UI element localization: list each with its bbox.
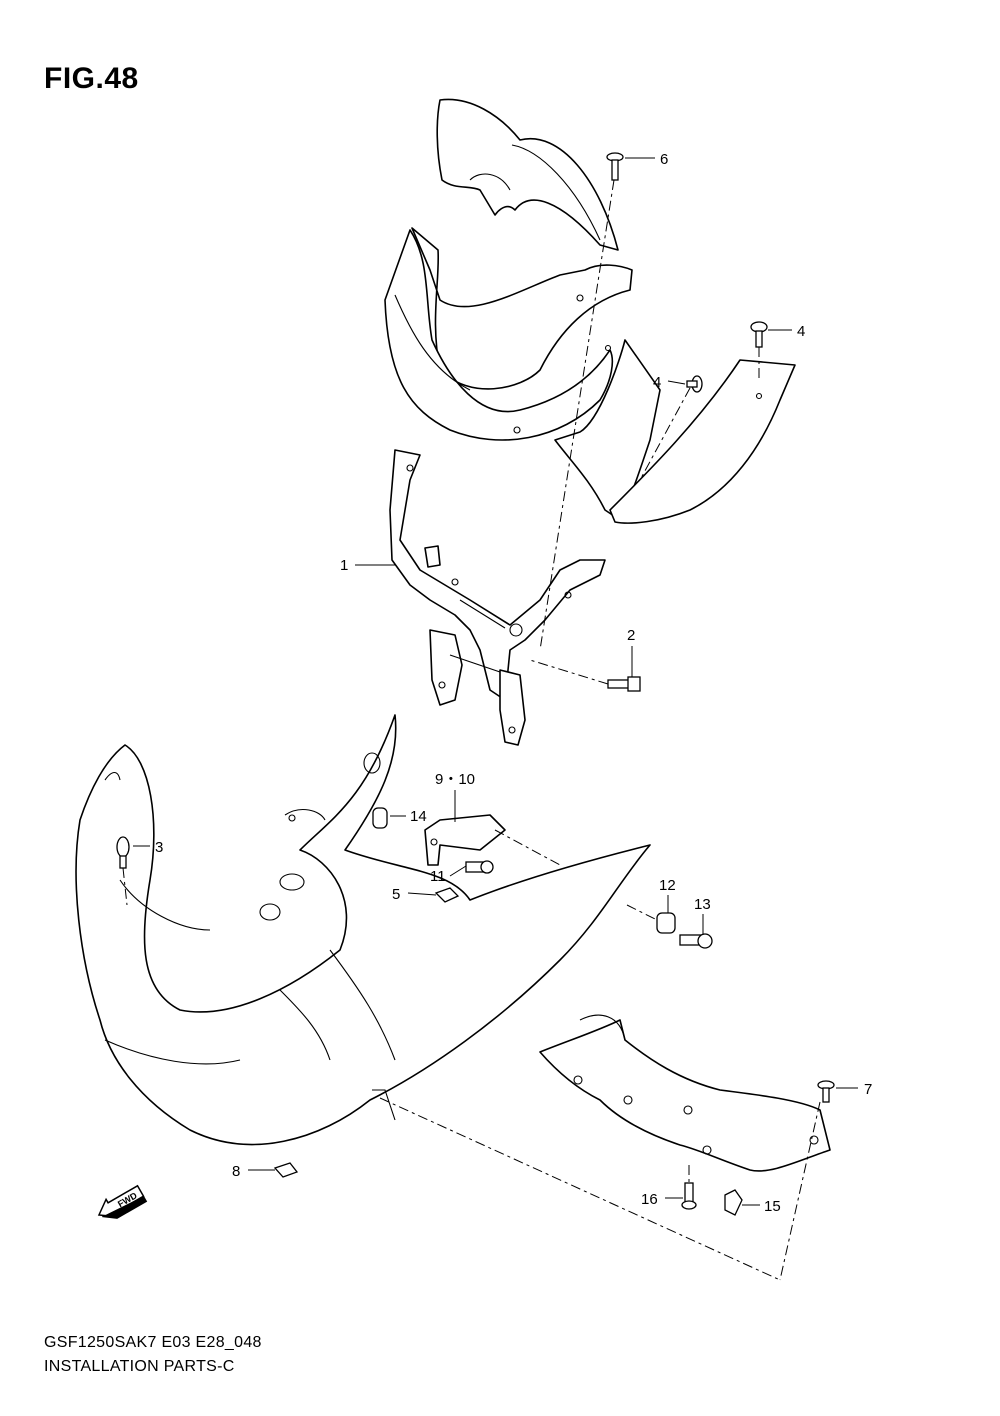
grommet-14 [372,807,388,829]
leader-lines [133,157,858,1206]
callout-8: 8 [232,1163,240,1180]
callout-5: 5 [392,886,400,903]
lower-cowl-part [75,714,651,1146]
callout-15: 15 [764,1198,781,1215]
clip-15 [724,1189,743,1216]
callout-16: 16 [641,1191,658,1208]
figure-title: FIG.48 [44,62,139,95]
callout-6: 6 [660,151,668,168]
bolt-11 [465,860,494,874]
screw-6 [606,152,624,181]
callout-14: 14 [410,808,427,825]
bolt-16 [681,1182,697,1210]
diagram-caption: INSTALLATION PARTS-C [44,1358,235,1375]
nut-5 [434,887,460,903]
screw-7 [817,1080,835,1103]
bracket-part [389,449,606,746]
bolt-13 [679,933,713,949]
callout-4-lower: 4 [653,374,661,391]
callout-7: 7 [864,1081,872,1098]
small-bracket-part [424,814,506,866]
fwd-arrow-icon: FWD [97,1184,148,1219]
callout-3: 3 [155,839,163,856]
under-cowl-part [539,1014,831,1172]
callout-13: 13 [694,896,711,913]
model-code: GSF1250SAK7 E03 E28_048 [44,1334,262,1351]
inner-panel-part [384,227,633,441]
callout-2: 2 [627,627,635,644]
screw-3 [116,836,130,869]
upper-cowl-part [436,98,619,251]
nut-8 [273,1162,299,1178]
callout-11: 11 [430,868,446,885]
screw-4-upper [750,321,768,348]
screw-4-lower [686,375,703,393]
callout-1: 1 [340,557,348,574]
callout-4-upper: 4 [797,323,805,340]
bolt-2 [607,676,641,692]
assembly-lines [122,179,821,1281]
side-panel-part [554,339,796,524]
callout-9-10: 9・10 [435,771,475,788]
callout-12: 12 [659,877,676,894]
cushion-12 [656,912,676,934]
